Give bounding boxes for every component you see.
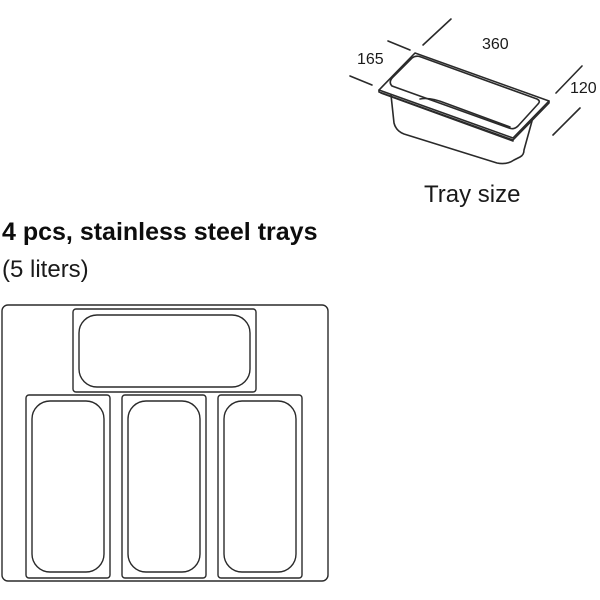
dim-line-120-top [555, 65, 583, 94]
tray-drawing [349, 18, 583, 165]
dim-length-label: 360 [482, 36, 509, 53]
product-subtitle: (5 liters) [2, 256, 89, 283]
tray-opening [389, 55, 541, 130]
layout-drawing [1, 304, 329, 582]
product-title: 4 pcs, stainless steel trays [2, 218, 318, 246]
dim-width-label: 165 [357, 51, 384, 68]
tray-top [72, 308, 257, 393]
tray-rim-edge-2 [380, 92, 514, 142]
drawer-insert-outline [1, 304, 329, 582]
layout-diagram [0, 300, 340, 600]
tray-bottom-right [217, 394, 303, 579]
dim-line-360 [422, 18, 452, 46]
dim-height-label: 120 [570, 80, 597, 97]
tray-body [390, 94, 533, 165]
tray-rim-edge [378, 89, 550, 141]
tray-bottom-left [25, 394, 111, 579]
dim-line-120-bottom [552, 107, 581, 136]
dim-line-165-bottom [349, 75, 373, 86]
tray-bottom-center [121, 394, 207, 579]
dim-line-165-top [387, 40, 411, 51]
tray-illustration: 165 360 120 Tray size [0, 0, 600, 220]
tray-size-caption: Tray size [424, 181, 521, 208]
tray-inner-lip [419, 97, 511, 128]
